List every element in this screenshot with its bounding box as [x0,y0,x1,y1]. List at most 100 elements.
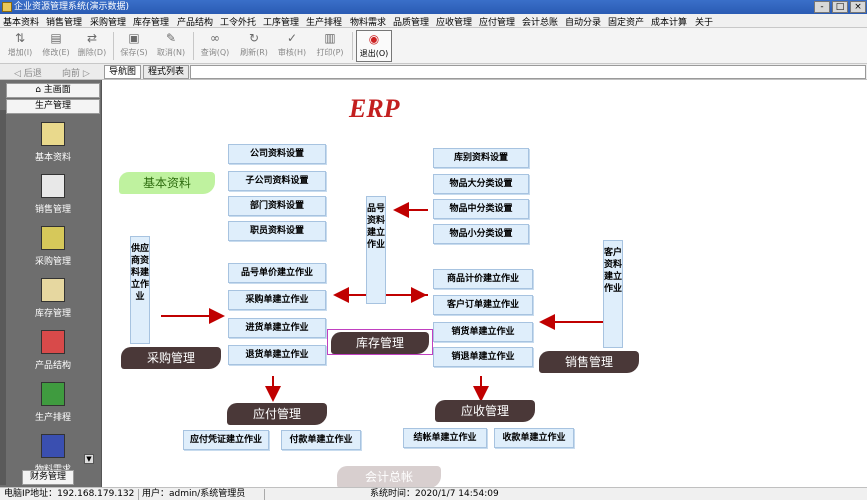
save-icon: ▣ [128,31,140,45]
edit-button[interactable]: ▤ 修改(E) [42,31,70,57]
menu-sales[interactable]: 销售管理 [46,18,83,28]
toolbar-separator [352,32,353,60]
receipt-box[interactable]: 收款单建立作业 [494,428,574,448]
sidebar-strip [0,110,6,485]
exit-icon: ◉ [368,32,380,46]
back-button[interactable]: ◁ 后退 [14,69,42,79]
sidebar-section-header[interactable]: 生产管理 [6,99,100,114]
item-price-box[interactable]: 品号单价建立作业 [228,263,326,283]
tab-diagram[interactable]: 导航图 [104,65,142,79]
basic-data-brush[interactable]: 基本资料 [119,172,215,194]
sidebar-item-bom[interactable]: 产品结构 [14,330,92,371]
sidebar-item-sales[interactable]: 销售管理 [14,174,92,215]
form-icon [41,174,65,198]
sales-return-box[interactable]: 销退单建立作业 [433,347,533,367]
query-button[interactable]: ∞ 查询(Q) [200,31,230,57]
book-icon [41,434,65,458]
binoculars-icon: ∞ [210,31,220,45]
save-button[interactable]: ▣ 保存(S) [120,31,148,57]
company-setup-box[interactable]: 公司资料设置 [228,144,326,164]
exit-button[interactable]: ◉ 退出(O) [356,30,392,62]
stock-mgmt-brush[interactable]: 库存管理 [331,332,429,354]
refresh-button[interactable]: ↻ 刷新(R) [240,31,268,57]
menu-process[interactable]: 工序管理 [263,18,300,28]
approve-button[interactable]: ✓ 审核(H) [277,31,307,57]
purchase-return-box[interactable]: 退货单建立作业 [228,345,326,365]
toolbar-separator [113,32,114,60]
sidebar-item-purchase[interactable]: 采购管理 [14,226,92,267]
sidebar-item-basic[interactable]: 基本资料 [14,122,92,163]
item-major-class-box[interactable]: 物品大分类设置 [433,174,529,194]
delete-button[interactable]: ⇄ 删除(D) [77,31,107,57]
menu-bar: 基本资料 销售管理 采购管理 库存管理 产品结构 工令外托 工序管理 生产排程 … [0,14,867,28]
delete-icon: ⇄ [86,31,98,45]
customer-vertical[interactable]: 客户资料建立作业 [603,240,623,348]
books-icon [41,226,65,250]
title-bar: 企业资源管理系统(演示数据) - □ × [0,0,867,14]
warehouse-setup-box[interactable]: 库别资料设置 [433,148,529,168]
closing-box[interactable]: 结帐单建立作业 [403,428,487,448]
print-button[interactable]: ▥ 打印(P) [316,31,344,57]
maximize-button[interactable]: □ [832,1,848,13]
sales-mgmt-brush[interactable]: 销售管理 [539,351,639,373]
menu-basic[interactable]: 基本资料 [3,18,40,28]
subsidiary-setup-box[interactable]: 子公司资料设置 [228,171,326,191]
sales-order-box[interactable]: 销货单建立作业 [433,322,533,342]
general-ledger-brush[interactable]: 会计总帐 [337,466,441,488]
sidebar: ⌂ 主画面 生产管理 基本资料 销售管理 采购管理 库存管理 产品结构 生产排程… [0,80,102,487]
home-icon: ⌂ [35,85,44,95]
purchase-mgmt-brush[interactable]: 采购管理 [121,347,221,369]
sidebar-item-mrp[interactable]: 物料需求 [14,434,92,475]
user-status: 用户：admin/系统管理员 [142,489,246,499]
sidebar-item-scheduling[interactable]: 生产排程 [14,382,92,423]
receivable-mgmt-brush[interactable]: 应收管理 [435,400,535,422]
sidebar-item-inventory[interactable]: 库存管理 [14,278,92,319]
menu-quality[interactable]: 品质管理 [393,18,430,28]
supplier-label: 供应商资料建立作业 [131,244,150,302]
ip-status: 电脑IP地址：192.168.179.132 [4,489,135,499]
payment-box[interactable]: 付款单建立作业 [281,430,361,450]
gears-icon [41,382,65,406]
menu-receivable[interactable]: 应收管理 [436,18,473,28]
department-setup-box[interactable]: 部门资料设置 [228,196,326,216]
sidebar-section-finance[interactable]: 财务管理 [22,470,74,485]
purchase-order-box[interactable]: 采购单建立作业 [228,290,326,310]
menu-outsourcing[interactable]: 工令外托 [220,18,257,28]
goods-receipt-box[interactable]: 进货单建立作业 [228,318,326,338]
sidebar-scroll-down[interactable]: ▼ [84,454,94,464]
item-minor-class-box[interactable]: 物品小分类设置 [433,224,529,244]
tab-program-list[interactable]: 程式列表 [143,65,190,79]
pen-paper-icon [41,278,65,302]
product-pricing-box[interactable]: 商品计价建立作业 [433,269,533,289]
menu-about[interactable]: 关于 [695,18,714,28]
close-button[interactable]: × [850,1,866,13]
customer-order-box[interactable]: 客户订单建立作业 [433,295,533,315]
bar-chart-icon [41,330,65,354]
menu-costing[interactable]: 成本计算 [651,18,688,28]
payable-mgmt-brush[interactable]: 应付管理 [227,403,327,425]
minimize-button[interactable]: - [814,1,830,13]
cancel-icon: ✎ [165,31,177,45]
menu-scheduling[interactable]: 生产排程 [306,18,343,28]
menu-ledger[interactable]: 会计总账 [522,18,559,28]
supplier-vertical[interactable]: 供应商资料建立作业 [130,236,150,344]
item-master-vertical[interactable]: 品号资料建立作业 [366,196,386,304]
forward-button[interactable]: 向前 ▷ [62,69,90,79]
add-button[interactable]: ⇅ 增加(I) [7,31,33,57]
edit-icon: ▤ [50,31,62,45]
menu-bom[interactable]: 产品结构 [177,18,214,28]
address-field[interactable] [190,65,866,79]
window-title: 企业资源管理系统(演示数据) [14,2,130,12]
payable-voucher-box[interactable]: 应付凭证建立作业 [183,430,269,450]
menu-inventory[interactable]: 库存管理 [133,18,170,28]
item-middle-class-box[interactable]: 物品中分类设置 [433,199,529,219]
sidebar-main-button[interactable]: ⌂ 主画面 [6,83,100,98]
employee-setup-box[interactable]: 职员资料设置 [228,221,326,241]
menu-mrp[interactable]: 物料需求 [350,18,387,28]
menu-auto-entry[interactable]: 自动分录 [565,18,602,28]
menu-payable[interactable]: 应付管理 [479,18,516,28]
menu-purchase[interactable]: 采购管理 [90,18,127,28]
add-icon: ⇅ [14,31,26,45]
cancel-button[interactable]: ✎ 取消(N) [156,31,186,57]
menu-fixed-assets[interactable]: 固定资产 [608,18,645,28]
